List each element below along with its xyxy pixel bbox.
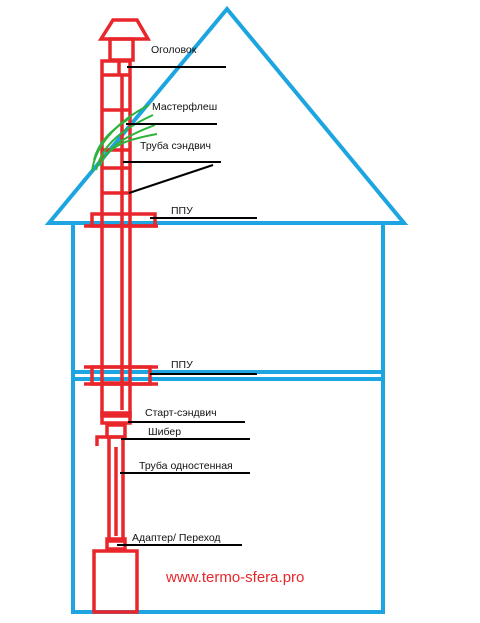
masterflash-curve-4	[101, 133, 158, 161]
masterflash-curve-3	[99, 124, 156, 167]
label-start-sandwich: Старт-сэндвич	[145, 407, 217, 419]
label-ppu-top: ППУ	[171, 205, 193, 217]
house-walls	[71, 221, 385, 614]
masterflash-curve-1	[91, 104, 150, 173]
leader-lines	[117, 66, 257, 546]
watermark-url: www.termo-sfera.pro	[165, 569, 304, 586]
chimney-cap-roof	[97, 18, 152, 41]
label-sandwich-pipe: Труба сэндвич	[140, 140, 211, 152]
masterflash-curve-2	[95, 114, 154, 171]
label-adapter: Адаптер/ Переход	[132, 532, 221, 544]
label-damper: Шибер	[148, 426, 181, 438]
stove	[92, 549, 139, 614]
sandwich-pipe	[100, 59, 132, 418]
labels: Оголовок Мастерфлеш Труба сэндвич ППУ ПП…	[132, 44, 304, 586]
chimney-cap-body	[108, 37, 135, 62]
house-outline	[44, 5, 409, 614]
label-cap: Оголовок	[151, 44, 197, 56]
label-single-wall-pipe: Труба одностенная	[139, 460, 233, 472]
single-wall-pipe	[107, 435, 125, 543]
damper-handle	[95, 435, 107, 446]
damper-body	[105, 423, 127, 439]
masterflash-seal	[91, 104, 158, 173]
label-ppu-bottom: ППУ	[171, 359, 193, 371]
masterflash-curve-5	[93, 117, 131, 161]
leader-sandwich-pipe-diagonal	[128, 164, 214, 194]
chimney	[84, 18, 158, 614]
start-sandwich	[100, 411, 132, 425]
label-masterflash: Мастерфлеш	[152, 101, 217, 113]
